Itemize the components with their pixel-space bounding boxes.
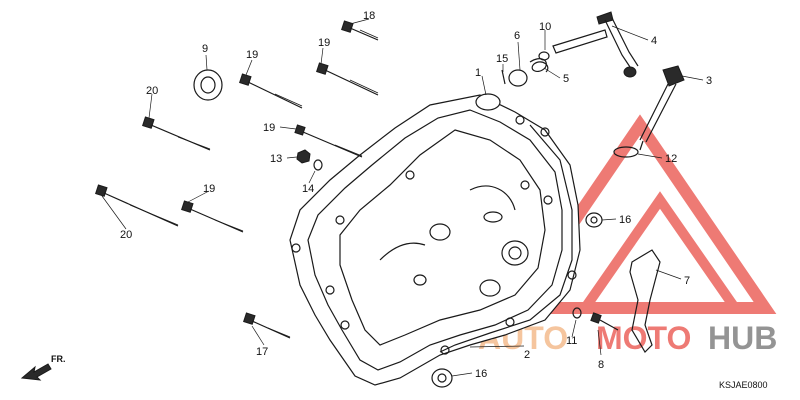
washer-14 xyxy=(313,159,323,171)
cover-gasket xyxy=(439,124,573,353)
shift-arm-shaft xyxy=(552,11,639,78)
callout-4: 4 xyxy=(651,35,657,47)
front-arrow-icon xyxy=(20,363,52,381)
o-ring-11 xyxy=(572,307,582,319)
bolt-19-middle xyxy=(294,124,363,158)
bolt-20-lower xyxy=(95,184,179,227)
dowel-16-bottom xyxy=(431,368,453,388)
callout-20-upper: 20 xyxy=(146,85,158,97)
callout-16-right: 16 xyxy=(619,214,631,226)
bolt-18 xyxy=(341,20,379,41)
callout-7: 7 xyxy=(684,275,690,287)
callout-16-bottom: 16 xyxy=(475,368,487,380)
callout-13: 13 xyxy=(270,153,282,165)
callout-3: 3 xyxy=(706,75,712,87)
callout-15: 15 xyxy=(496,53,508,65)
bolt-19-top xyxy=(316,62,379,96)
crankcase-cover xyxy=(289,93,581,386)
bolt-17 xyxy=(243,312,291,339)
callout-19-top: 19 xyxy=(318,37,330,49)
watermark-triangle-inner xyxy=(575,191,745,313)
callout-9: 9 xyxy=(202,43,208,55)
callout-12: 12 xyxy=(665,153,677,165)
watermark-word-hub: HUB xyxy=(708,320,777,356)
leader-lines xyxy=(101,18,704,377)
callout-2: 2 xyxy=(524,349,530,361)
callout-20-lower: 20 xyxy=(120,229,132,241)
bracket-7 xyxy=(629,249,661,353)
callout-10: 10 xyxy=(539,21,551,33)
oil-filler-cap xyxy=(639,65,685,151)
callout-6: 6 xyxy=(514,30,520,42)
callout-19-left: 19 xyxy=(246,49,258,61)
callout-8: 8 xyxy=(598,359,604,371)
return-spring xyxy=(529,58,549,73)
o-ring xyxy=(613,146,639,158)
diagram-code: KSJAE0800 xyxy=(719,380,768,390)
callout-19-lower: 19 xyxy=(203,183,215,195)
bolt-8 xyxy=(590,312,619,331)
callout-17: 17 xyxy=(256,346,268,358)
callout-18: 18 xyxy=(363,10,375,22)
collar xyxy=(508,69,528,87)
bolt-19-left xyxy=(239,73,303,109)
dowel-16-right xyxy=(585,212,603,228)
oil-seal xyxy=(193,69,223,101)
front-direction-indicator: FR. xyxy=(20,354,66,381)
callout-1: 1 xyxy=(475,67,481,79)
bolt-20-upper xyxy=(142,116,211,151)
front-label: FR. xyxy=(51,354,66,364)
washer xyxy=(538,51,550,61)
nut-13 xyxy=(296,149,311,164)
callout-5: 5 xyxy=(563,73,569,85)
callout-labels: 1 2 3 4 5 6 7 8 9 10 11 12 13 14 15 16 1… xyxy=(120,10,712,380)
dowel-pin xyxy=(501,69,506,85)
bolt-19-lower xyxy=(181,200,244,233)
callout-19-middle: 19 xyxy=(263,122,275,134)
callout-14: 14 xyxy=(302,183,314,195)
callout-11: 11 xyxy=(566,335,577,347)
